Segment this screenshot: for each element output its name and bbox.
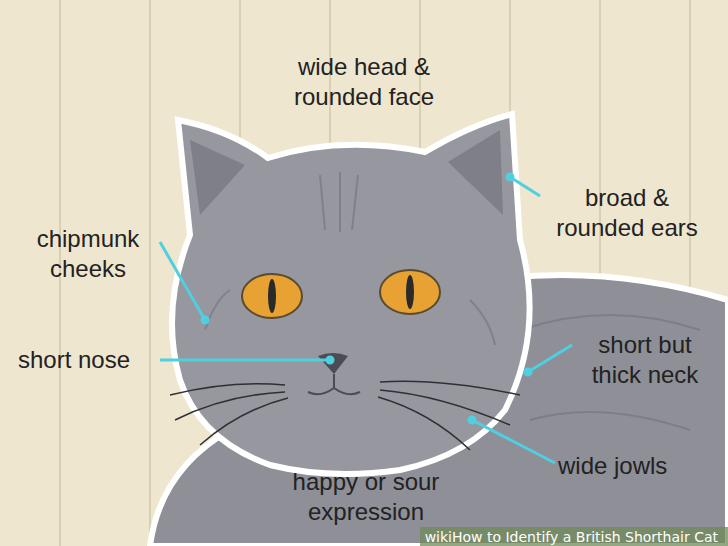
part-label: wide jowls <box>558 451 667 481</box>
whiskers <box>170 381 520 450</box>
left-inner-ear <box>190 140 245 215</box>
fur-line <box>530 412 690 430</box>
part-label: short nose <box>18 345 130 375</box>
part-label: wide head & rounded face <box>269 52 459 112</box>
leader-lines <box>160 174 572 463</box>
cat-mouth <box>308 374 360 394</box>
part-label: chipmunk cheeks <box>18 224 158 284</box>
wall-stripes <box>60 0 690 546</box>
part-label: broad & rounded ears <box>547 183 707 243</box>
cat-nose <box>318 353 348 374</box>
cat-head <box>172 114 530 474</box>
part-label: short but thick neck <box>575 330 715 390</box>
part-label: happy or sour expression <box>266 467 466 527</box>
right-eye <box>380 270 440 314</box>
left-eye <box>242 274 302 318</box>
fur-line <box>520 315 700 330</box>
forehead-marks <box>205 172 495 345</box>
right-pupil <box>406 275 414 309</box>
right-inner-ear <box>448 130 503 215</box>
watermark: wikiHow to Identify a British Shorthair … <box>419 528 724 546</box>
left-pupil <box>268 279 276 313</box>
